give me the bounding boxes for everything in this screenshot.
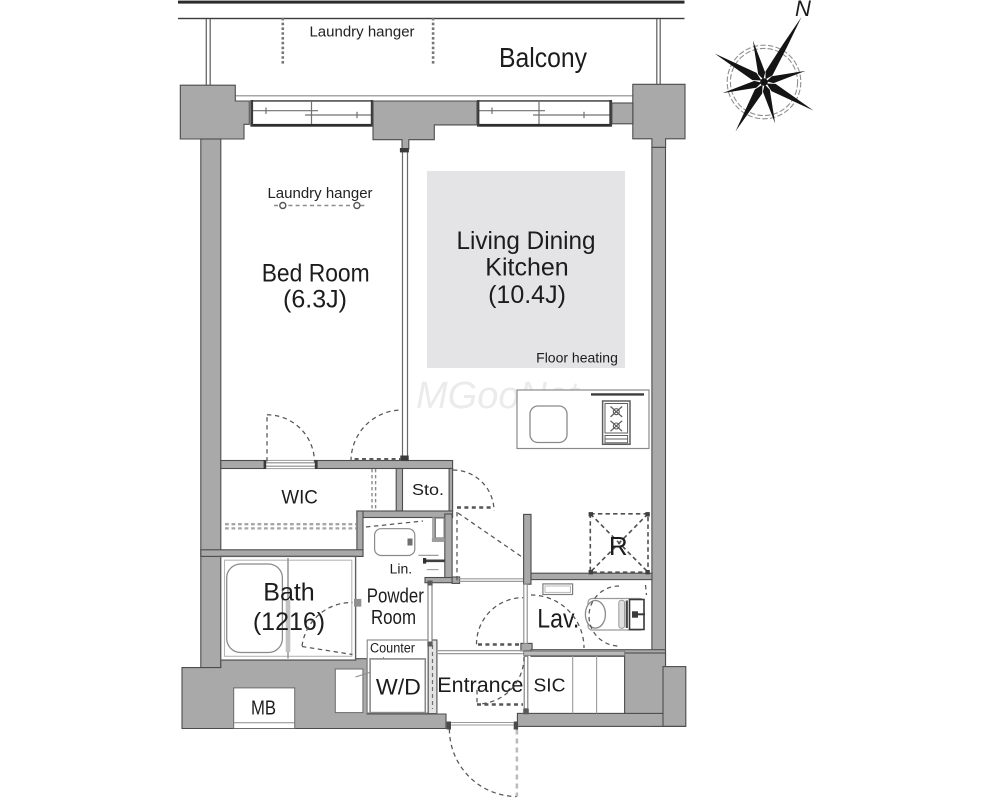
svg-text:Bed Room: Bed Room [262,260,370,288]
svg-text:Counter: Counter [370,641,415,656]
svg-text:Sto.: Sto. [412,482,444,499]
svg-text:Entrance: Entrance [437,674,523,697]
svg-text:(1216): (1216) [253,608,325,636]
svg-text:WIC: WIC [281,486,318,508]
svg-text:W/D: W/D [376,674,421,699]
svg-text:Room: Room [371,607,416,629]
svg-text:Lin.: Lin. [390,561,413,577]
svg-text:(10.4J): (10.4J) [488,281,566,309]
svg-text:N: N [795,0,811,21]
svg-text:R: R [609,531,628,561]
svg-text:Laundry hanger: Laundry hanger [267,185,372,202]
svg-text:Bath: Bath [263,578,314,606]
svg-text:Lav.: Lav. [537,604,579,634]
svg-text:Laundry hanger: Laundry hanger [309,24,414,41]
svg-text:Balcony: Balcony [499,42,587,73]
svg-text:Floor heating: Floor heating [536,350,618,366]
svg-text:(6.3J): (6.3J) [283,286,347,314]
svg-text:SIC: SIC [534,674,566,695]
svg-text:MB: MB [251,698,276,720]
svg-text:Powder: Powder [367,586,424,608]
svg-text:Kitchen: Kitchen [485,254,568,282]
svg-text:Living Dining: Living Dining [457,227,596,255]
